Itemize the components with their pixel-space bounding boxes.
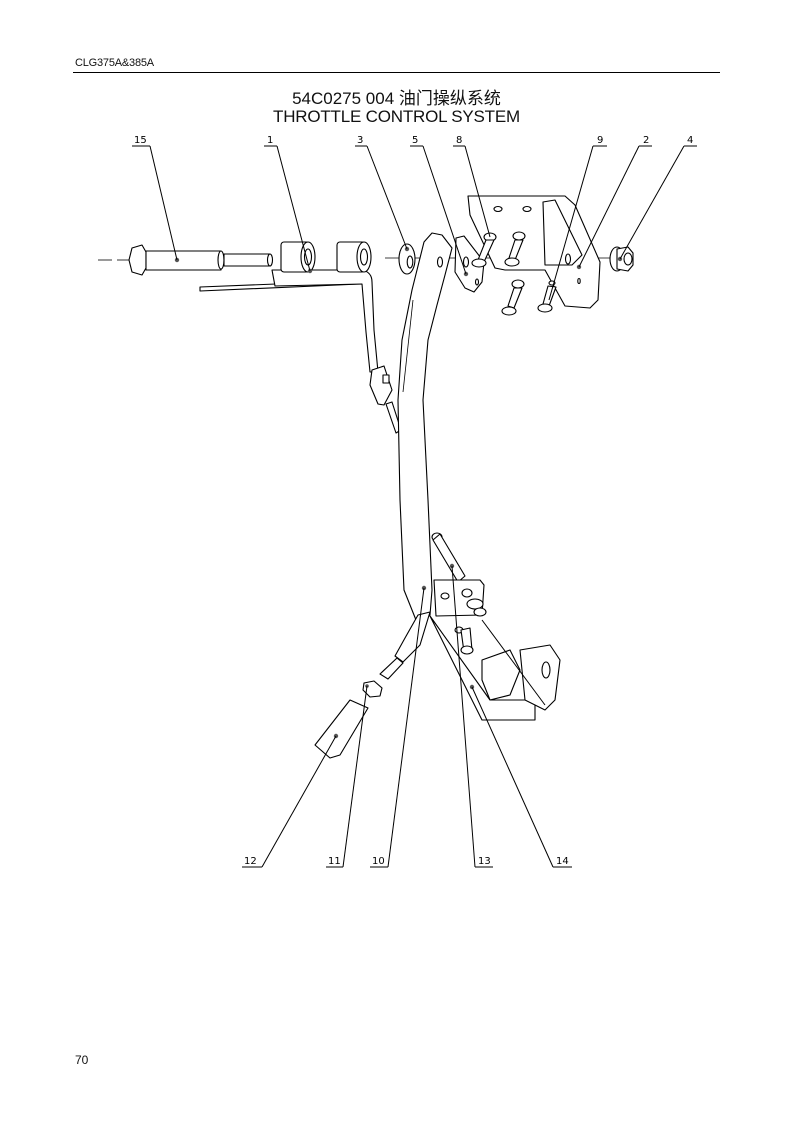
part-10-pedal-arm <box>379 232 453 680</box>
callout-2: 2 <box>643 135 649 146</box>
header-divider <box>73 72 720 73</box>
callout-1: 1 <box>267 135 273 146</box>
page-title-english: THROTTLE CONTROL SYSTEM <box>273 107 520 126</box>
part-8-bolts <box>471 231 526 316</box>
callout-9: 9 <box>597 135 603 146</box>
callout-labels: 15 1 3 5 8 9 2 4 12 11 10 13 14 <box>134 135 693 867</box>
callout-13: 13 <box>478 856 491 867</box>
part-9-bolt <box>537 280 557 313</box>
callout-5: 5 <box>412 135 418 146</box>
part-12-pedal-pad <box>314 699 369 759</box>
part-13-stop-bolt <box>431 532 474 655</box>
callout-14: 14 <box>556 856 569 867</box>
callout-3: 3 <box>357 135 363 146</box>
part-3-washer <box>398 243 416 275</box>
callout-8: 8 <box>456 135 462 146</box>
callout-15: 15 <box>134 135 147 146</box>
callout-4: 4 <box>687 135 693 146</box>
part-5-plate <box>454 235 485 293</box>
part-14-mount-bracket <box>429 579 561 721</box>
callout-10: 10 <box>372 856 385 867</box>
part-2-angle-bracket <box>467 195 601 309</box>
model-code: CLG375A&385A <box>75 57 154 69</box>
callout-12: 12 <box>244 856 257 867</box>
part-1-pedal-bracket <box>199 241 402 434</box>
part-15-pin <box>128 244 274 276</box>
leader-lines <box>132 145 697 868</box>
part-4-nut <box>609 246 634 272</box>
callout-11: 11 <box>328 856 341 867</box>
page-number: 70 <box>75 1053 89 1067</box>
page-title-part-number: 54C0275 004 油门操纵系统 <box>292 89 501 108</box>
